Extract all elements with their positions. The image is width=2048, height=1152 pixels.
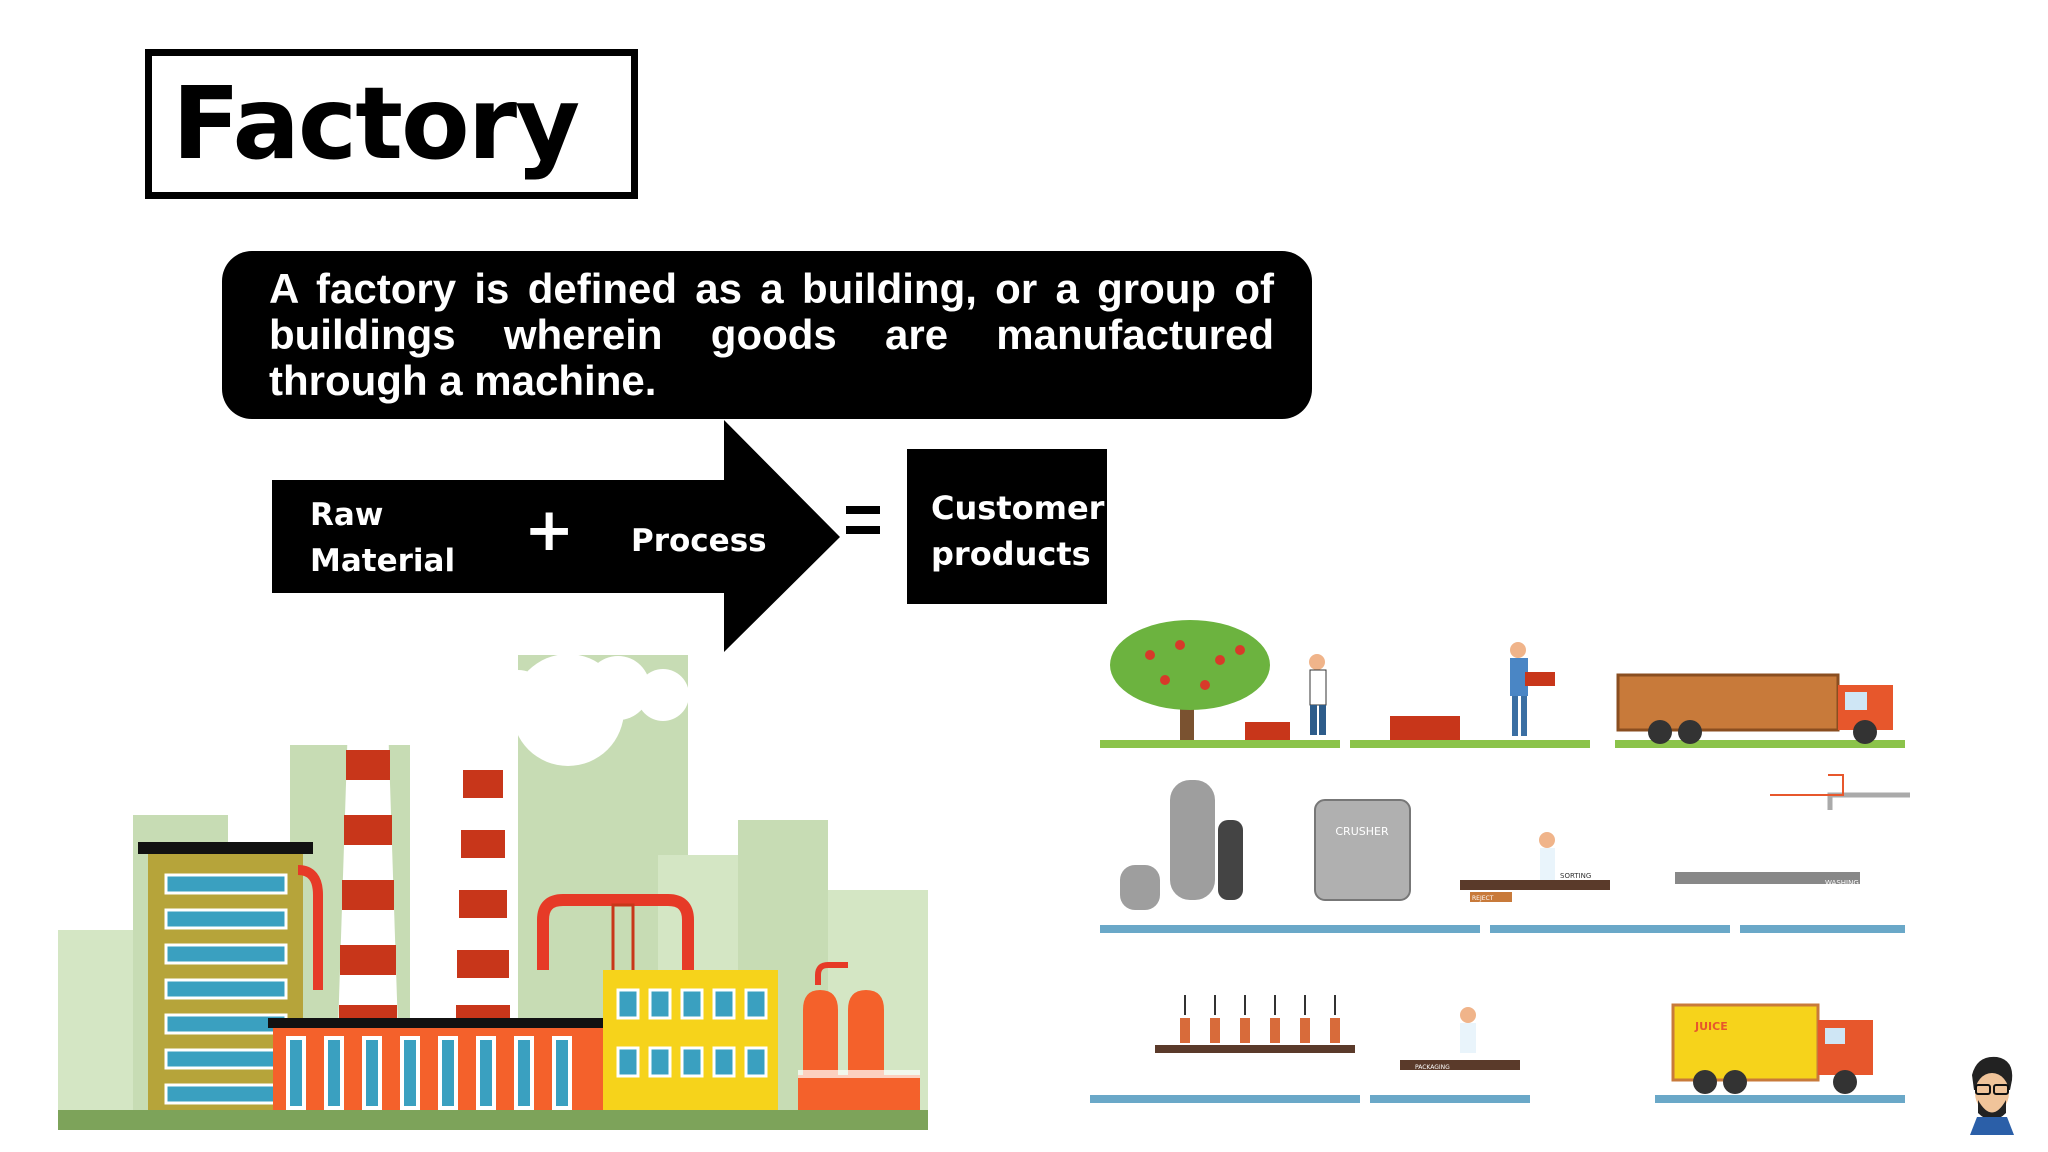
presenter-avatar-icon bbox=[1970, 1056, 2014, 1135]
process-label: Process bbox=[631, 523, 767, 559]
juice-production-line-icon: CRUSHER SORTING REJECT WASHING PACKAGING… bbox=[1090, 620, 1910, 1103]
raw-material-label-line1: Raw bbox=[310, 497, 384, 533]
title-box: Factory bbox=[145, 49, 638, 199]
raw-material-label-line2: Material bbox=[310, 543, 456, 579]
factory-illustration-icon bbox=[58, 654, 928, 1130]
plus-sign: + bbox=[524, 495, 575, 565]
equals-icon bbox=[846, 506, 880, 536]
sorting-label: SORTING bbox=[1560, 872, 1591, 880]
customer-products-box: Customer products bbox=[907, 449, 1107, 604]
customer-label-line2: products bbox=[931, 535, 1091, 573]
customer-label-line1: Customer bbox=[931, 489, 1105, 527]
slide-title: Factory bbox=[172, 65, 580, 182]
washing-label: WASHING bbox=[1825, 879, 1859, 887]
juice-label: JUICE bbox=[1694, 1020, 1728, 1033]
crusher-label: CRUSHER bbox=[1335, 825, 1389, 838]
definition-callout: A factory is defined as a building, or a… bbox=[222, 251, 1312, 419]
packaging-label: PACKAGING bbox=[1415, 1064, 1450, 1071]
process-arrow-icon bbox=[272, 420, 840, 652]
reject-label: REJECT bbox=[1472, 895, 1494, 902]
